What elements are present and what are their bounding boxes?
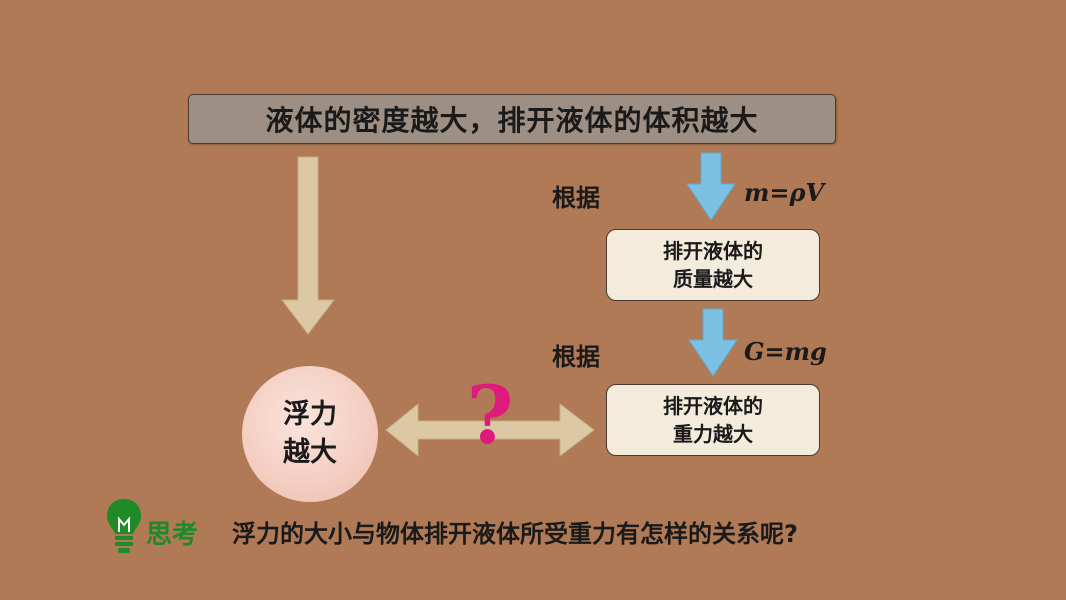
mass-result-line-2: 质量越大 <box>673 267 753 291</box>
blue-arrow-2 <box>688 308 738 377</box>
buoyancy-line-1: 浮力 <box>283 399 337 430</box>
buoyancy-circle: 浮力 越大 <box>242 366 378 502</box>
gravity-result-line-2: 重力越大 <box>673 422 753 446</box>
lightbulb-icon <box>107 499 141 553</box>
formula-mass: m=ρV <box>744 178 825 207</box>
question-mark: ? <box>466 368 514 462</box>
double-arrow-relation <box>385 402 595 458</box>
think-label: 思考 <box>146 520 199 550</box>
buoyancy-line-2: 越大 <box>283 437 337 468</box>
formula-gravity: G=mg <box>744 337 827 366</box>
top-statement-box: 液体的密度越大，排开液体的体积越大 <box>188 94 836 144</box>
basis-label-1: 根据 <box>552 184 600 212</box>
gravity-result-box: 排开液体的 重力越大 <box>606 384 820 456</box>
down-arrow-to-buoyancy <box>280 156 336 335</box>
blue-arrow-1 <box>686 152 736 221</box>
top-statement-text: 液体的密度越大，排开液体的体积越大 <box>265 104 759 137</box>
mass-result-line-1: 排开液体的 <box>663 239 763 263</box>
basis-label-2: 根据 <box>552 343 600 371</box>
mass-result-box: 排开液体的 质量越大 <box>606 229 820 301</box>
think-question: 浮力的大小与物体排开液体所受重力有怎样的关系呢? <box>232 520 798 548</box>
gravity-result-line-1: 排开液体的 <box>663 394 763 418</box>
